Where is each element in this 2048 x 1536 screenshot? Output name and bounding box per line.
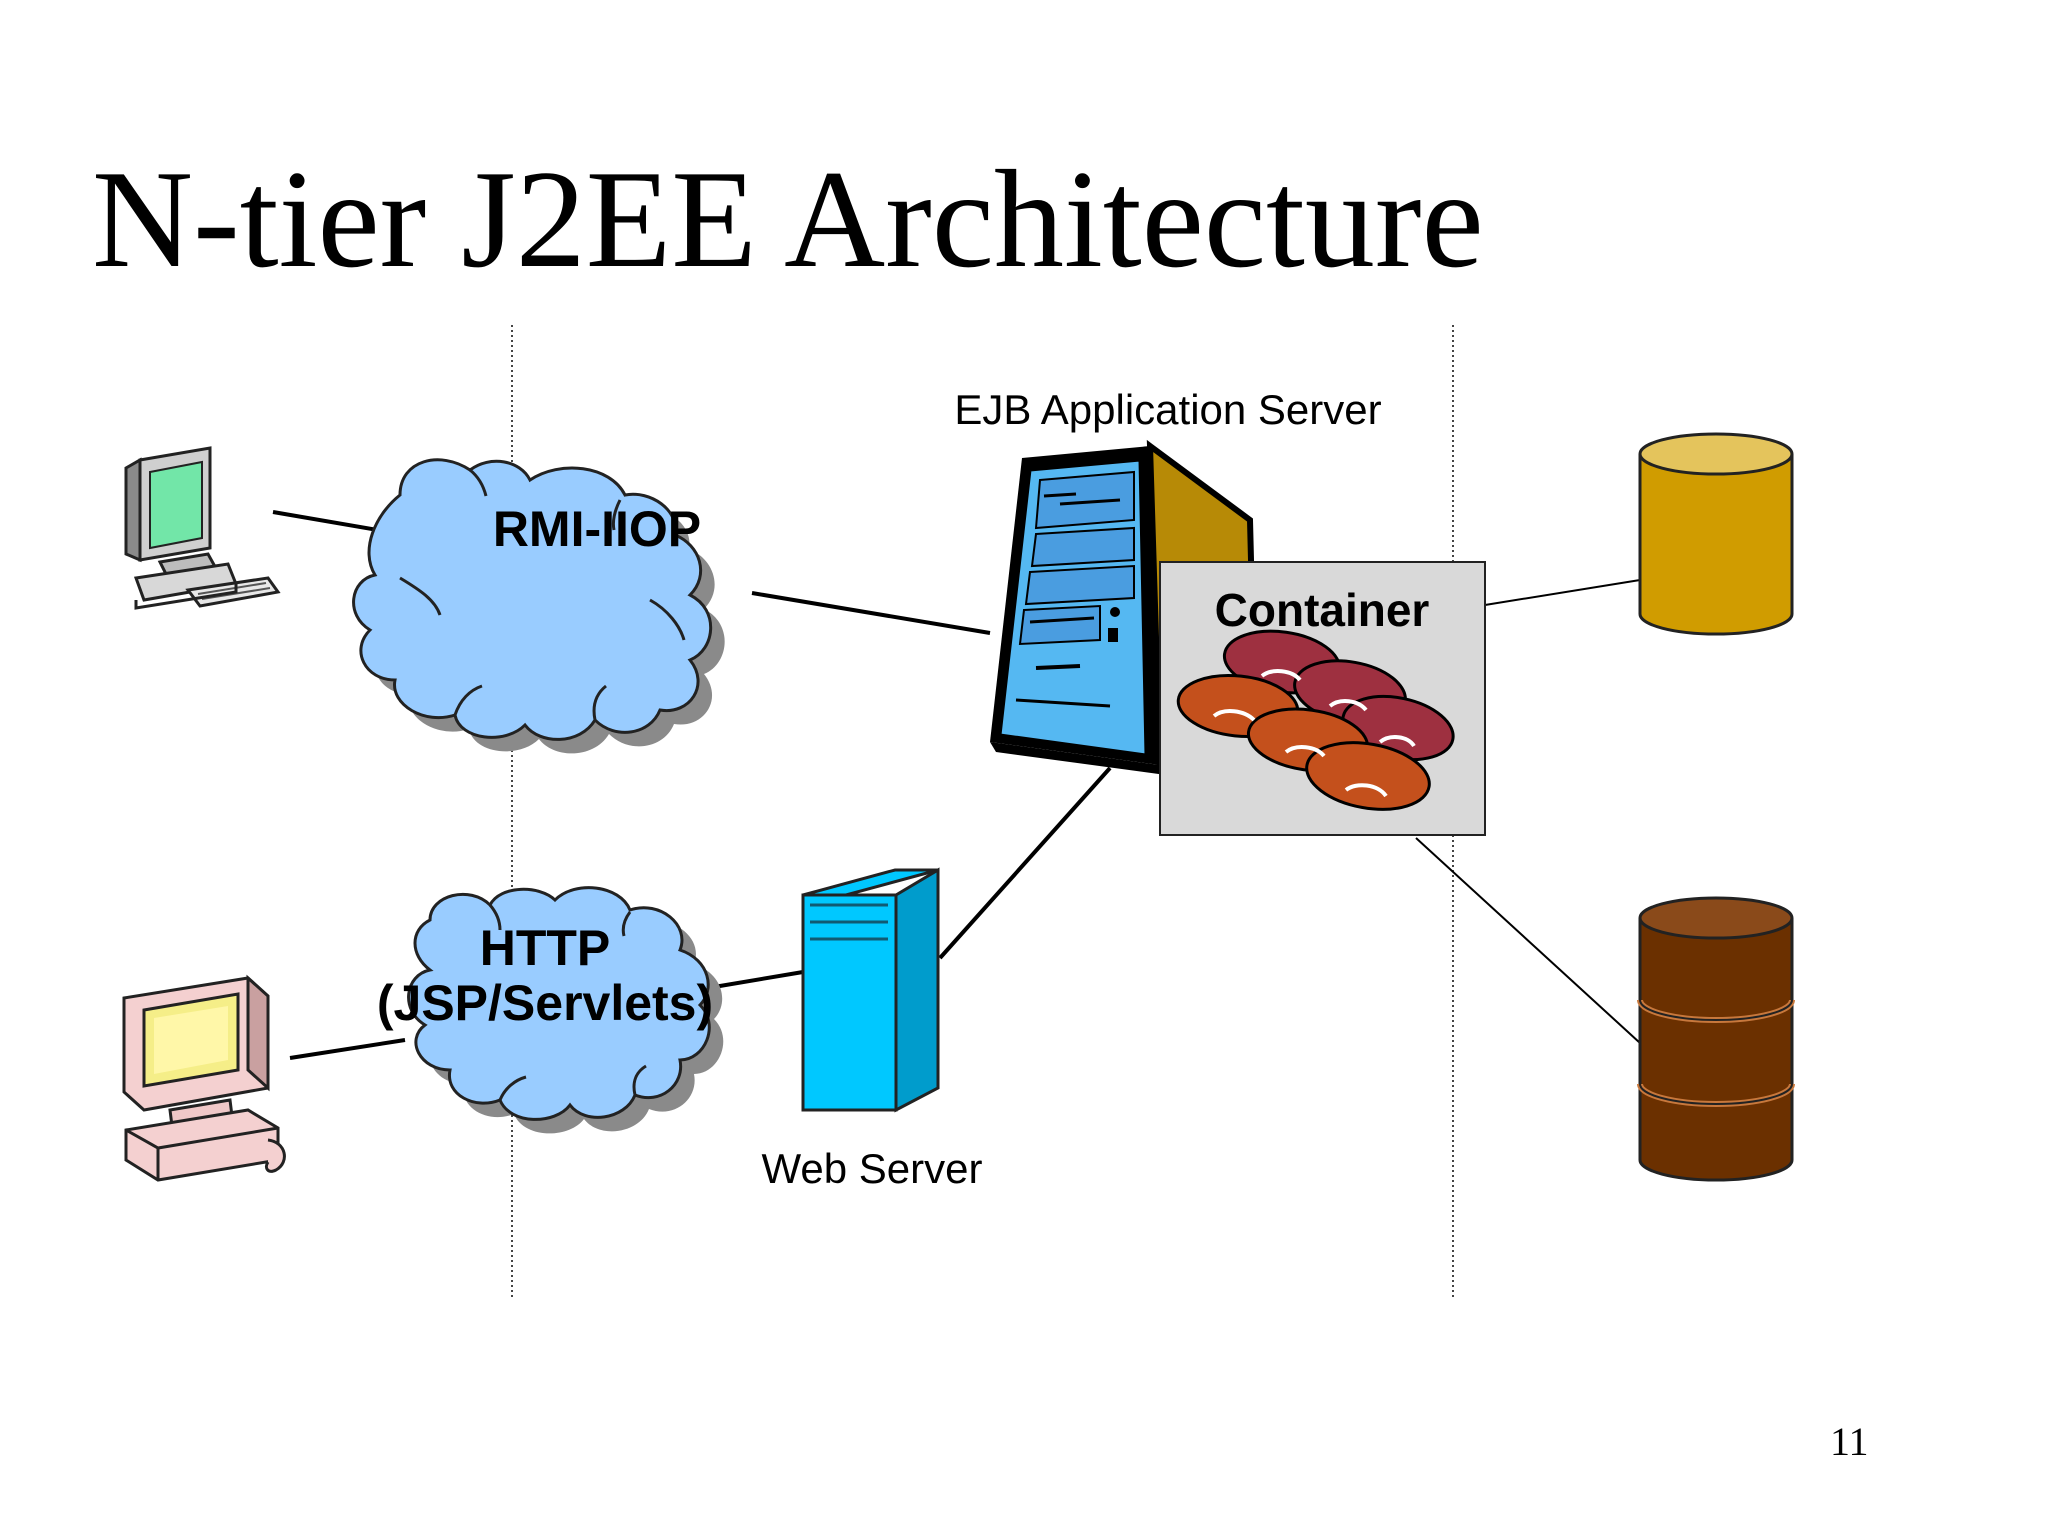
ejb-server-label: EJB Application Server: [954, 386, 1381, 433]
page-number: 11: [1830, 1419, 1869, 1464]
cloud-http: HTTP (JSP/Servlets): [377, 886, 724, 1134]
database-gold-icon: [1638, 432, 1794, 636]
connector-rmi-ejb: [751, 591, 991, 635]
connector-web-ejb: [938, 766, 1112, 960]
web-server-icon: [801, 867, 940, 1113]
container-box: Container: [1159, 561, 1486, 836]
container-label: Container: [1215, 584, 1430, 636]
connector-http-web: [707, 970, 804, 990]
cloud-label-rmi: RMI-IIOP: [493, 501, 701, 557]
computer-icon-green-screen: [124, 446, 281, 610]
connectors: [272, 510, 1641, 1060]
bean-icon-group: [1176, 629, 1455, 811]
cloud-rmi-iiop: RMI-IIOP: [352, 458, 725, 754]
cloud-label-http: HTTP: [480, 920, 611, 976]
connector-container-db2: [1415, 837, 1641, 1044]
database-brown-icon: [1637, 896, 1795, 1182]
web-server-label: Web Server: [762, 1145, 983, 1192]
cloud-label-jsp-servlets: (JSP/Servlets): [377, 975, 713, 1031]
slide-title: N-tier J2EE Architecture: [92, 142, 1484, 297]
connector-client2-http: [289, 1038, 406, 1060]
computer-icon-yellow-screen: [122, 974, 286, 1182]
bean-icon: [1305, 741, 1431, 811]
connector-container-db1: [1484, 579, 1641, 606]
